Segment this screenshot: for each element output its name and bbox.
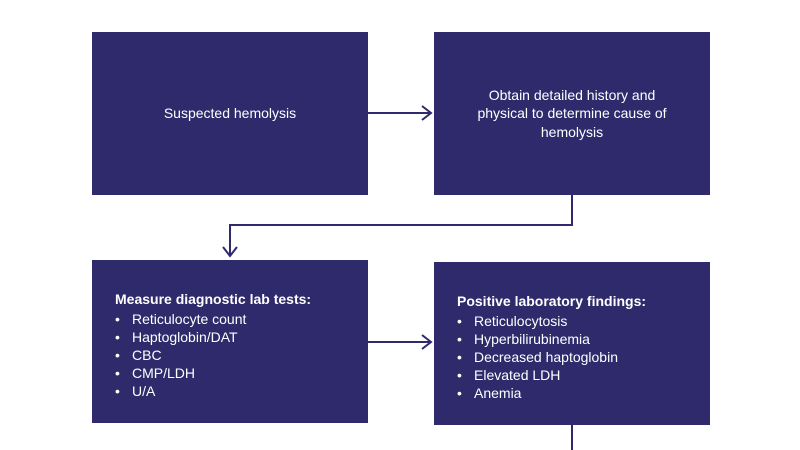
list-item: •CBC: [115, 347, 162, 363]
node-lab-findings: Positive laboratory findings: •Reticuloc…: [434, 262, 710, 425]
edge-suspected-to-history: [368, 105, 433, 121]
lab-findings-list: •Reticulocytosis •Hyperbilirubinemia •De…: [457, 312, 710, 402]
edge-labs-to-findings: [368, 334, 433, 350]
list-item: •Hyperbilirubinemia: [457, 331, 590, 347]
lab-tests-list: •Reticulocyte count •Haptoglobin/DAT •CB…: [115, 310, 368, 400]
list-item: •Elevated LDH: [457, 367, 561, 383]
list-item: •Reticulocyte count: [115, 311, 247, 327]
list-item: •Haptoglobin/DAT: [115, 329, 238, 345]
list-item: •Decreased haptoglobin: [457, 349, 618, 365]
list-item: •CMP/LDH: [115, 365, 196, 381]
node-history-label: Obtain detailed history and physical to …: [477, 87, 667, 140]
node-lab-tests-heading: Measure diagnostic lab tests:: [115, 291, 312, 307]
node-history-physical: Obtain detailed history and physical to …: [434, 32, 710, 195]
node-suspected-label: Suspected hemolysis: [163, 105, 297, 122]
list-item: •U/A: [115, 383, 156, 399]
list-item: •Reticulocytosis: [457, 313, 568, 329]
node-lab-findings-heading: Positive laboratory findings:: [457, 293, 647, 309]
node-suspected-hemolysis: Suspected hemolysis: [92, 32, 368, 195]
node-lab-tests: Measure diagnostic lab tests: •Reticuloc…: [92, 260, 368, 423]
edge-history-to-labs: [222, 195, 573, 258]
list-item: •Anemia: [457, 385, 522, 401]
